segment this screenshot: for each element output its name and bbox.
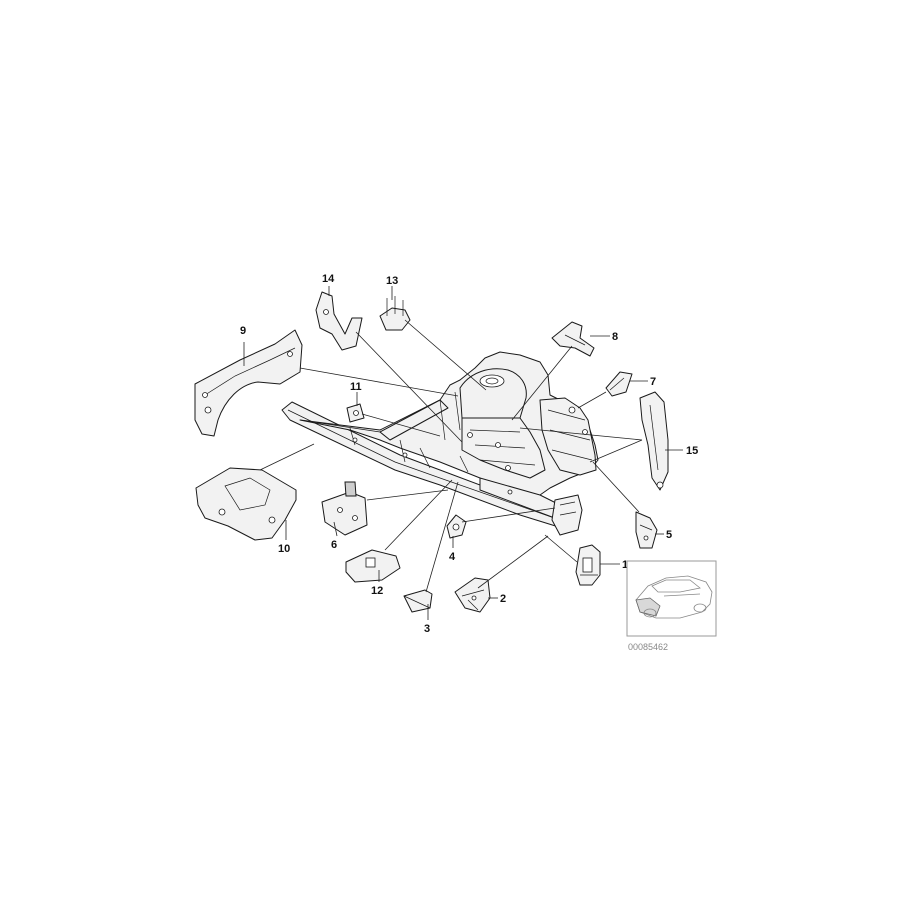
callout-6: 6 bbox=[331, 539, 337, 551]
part-14-bracket bbox=[315, 291, 363, 351]
vehicle-inset: 00085462 bbox=[626, 560, 717, 652]
part-11-clip bbox=[346, 403, 365, 423]
callout-12: 12 bbox=[371, 585, 383, 597]
part-1-bracket bbox=[575, 544, 601, 586]
part-10-underbody-shield bbox=[195, 467, 297, 541]
callout-13: 13 bbox=[386, 275, 398, 287]
callout-11: 11 bbox=[350, 381, 362, 393]
part-4-gusset bbox=[446, 514, 467, 539]
part-6-mount bbox=[321, 481, 368, 536]
callout-15: 15 bbox=[686, 445, 698, 457]
callout-7: 7 bbox=[650, 376, 656, 388]
callout-1: 1 bbox=[622, 559, 628, 571]
callout-2: 2 bbox=[500, 593, 506, 605]
part-12-bracket bbox=[345, 549, 401, 583]
leader-lines bbox=[243, 286, 683, 620]
callout-9: 9 bbox=[240, 325, 246, 337]
callout-labels: 1 2 3 4 5 6 7 8 9 10 11 12 13 14 15 bbox=[240, 273, 698, 635]
front-structure-assembly bbox=[281, 351, 599, 536]
callout-4: 4 bbox=[449, 551, 456, 563]
part-8-bracket bbox=[551, 321, 595, 357]
callout-5: 5 bbox=[666, 529, 672, 541]
callout-10: 10 bbox=[278, 543, 290, 555]
car-thumbnail bbox=[635, 575, 713, 619]
diagram-id: 00085462 bbox=[628, 642, 668, 652]
part-7-bracket bbox=[605, 371, 633, 397]
part-5-bracket bbox=[635, 511, 658, 549]
part-3-plate bbox=[403, 589, 433, 613]
part-15-pillar-panel bbox=[639, 391, 669, 491]
callout-8: 8 bbox=[612, 331, 618, 343]
part-13-bracket bbox=[379, 296, 411, 331]
callout-14: 14 bbox=[322, 273, 335, 285]
callout-3: 3 bbox=[424, 623, 430, 635]
inset-frame bbox=[626, 560, 717, 637]
part-9-wheel-arch-panel bbox=[194, 329, 303, 437]
